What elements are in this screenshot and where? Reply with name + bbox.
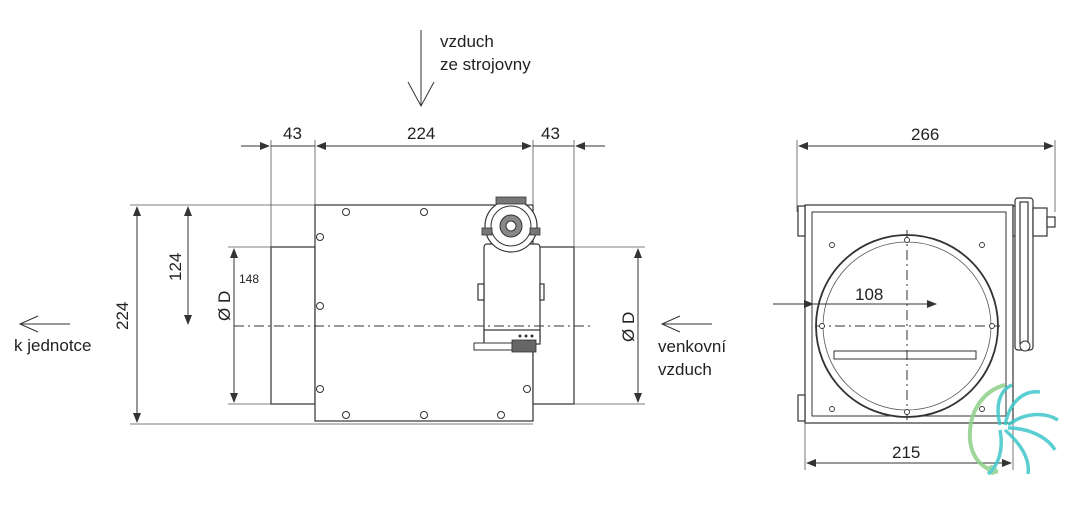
side-screws <box>819 237 995 415</box>
diameter-right-label: Ø D <box>619 312 638 342</box>
diameter-left-label: Ø D <box>215 291 234 321</box>
side-view: 266 108 215 <box>773 125 1056 470</box>
to-unit-arrow <box>18 315 70 333</box>
dim-height-axis: 124 <box>166 253 185 281</box>
actuator <box>473 196 545 353</box>
outdoor-label-2: vzduch <box>658 360 712 379</box>
to-unit-label: k jednotce <box>14 336 92 355</box>
dim-height-collar: 148 <box>239 272 259 286</box>
dim-right-collar: 43 <box>541 124 560 143</box>
side-dimension-lines <box>773 140 1056 470</box>
outdoor-air-arrow <box>660 315 712 333</box>
air-top-label-2: ze strojovny <box>440 55 531 74</box>
front-view: vzduch ze strojovny 43 224 43 224 124 14… <box>14 30 726 425</box>
dim-radius: 108 <box>855 285 883 304</box>
dim-side-body: 215 <box>892 443 920 462</box>
air-inlet-arrow <box>407 30 435 108</box>
right-dimension-lines <box>574 246 645 405</box>
dim-left-collar: 43 <box>283 124 302 143</box>
side-actuator <box>1014 197 1056 352</box>
left-dimension-lines <box>130 204 533 425</box>
dim-width-main: 224 <box>407 124 435 143</box>
air-top-label-1: vzduch <box>440 32 494 51</box>
top-dimension-lines <box>241 140 605 247</box>
outdoor-label-1: venkovní <box>658 337 726 356</box>
brand-logo <box>967 383 1059 476</box>
dim-height-total: 224 <box>113 302 132 330</box>
dim-side-width: 266 <box>911 125 939 144</box>
